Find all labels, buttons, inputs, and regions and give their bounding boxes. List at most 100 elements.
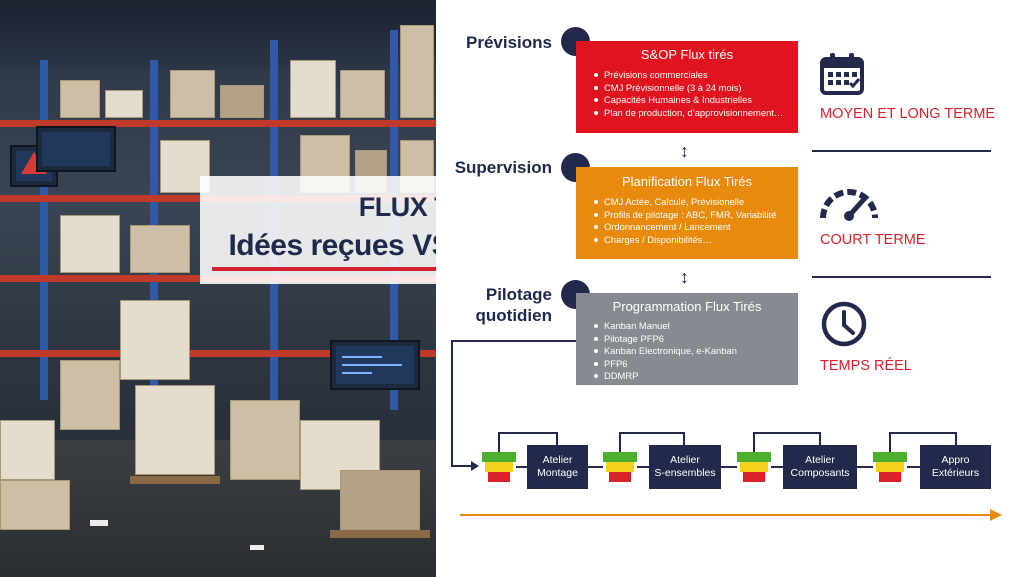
kanban-loop xyxy=(683,432,685,445)
updown-arrow-icon: ↕ xyxy=(680,267,689,287)
station-line: Atelier xyxy=(805,454,835,466)
level-label-line: Pilotage xyxy=(485,285,552,304)
list-item: Plan de production, d’approvisionnement… xyxy=(594,107,783,120)
sop-block: S&OP Flux tirés Prévisions commerciales … xyxy=(576,41,798,133)
updown-arrow-icon: ↕ xyxy=(680,141,689,161)
block-title: Planification Flux Tirés xyxy=(621,174,753,189)
box xyxy=(170,70,215,118)
box xyxy=(340,70,385,118)
clock-icon xyxy=(821,301,867,347)
stock-funnel xyxy=(482,452,516,482)
box xyxy=(130,225,190,273)
monitor xyxy=(36,126,116,172)
arrow-head-icon xyxy=(990,509,1002,521)
flow-line xyxy=(771,466,783,468)
calendar-icon xyxy=(820,53,864,95)
scattered-paper xyxy=(250,545,264,550)
kanban-loop xyxy=(498,432,558,434)
list-item: Pilotage PFP6 xyxy=(594,333,737,346)
box xyxy=(340,470,420,530)
warehouse-photo xyxy=(0,0,436,577)
horizon-short-term: COURT TERME xyxy=(820,232,926,248)
list-item: CMJ Actée, Calculé, Prévisionelle xyxy=(594,196,776,209)
list-item: Prévisions commerciales xyxy=(594,69,783,82)
level-label-supervision: Supervision xyxy=(454,158,552,177)
warehouse-ceiling xyxy=(0,0,436,70)
kanban-loop xyxy=(556,432,558,445)
flow-line xyxy=(451,340,453,466)
station-line: Montage xyxy=(537,467,578,479)
planification-block: Planification Flux Tirés CMJ Actée, Calc… xyxy=(576,167,798,259)
box xyxy=(60,215,120,273)
list-item: PFP6 xyxy=(594,358,737,371)
station-line: S-ensembles xyxy=(654,467,716,479)
flow-line xyxy=(451,465,473,467)
stock-funnel xyxy=(737,452,771,482)
station-line: Atelier xyxy=(542,454,573,466)
level-label-line: quotidien xyxy=(475,306,552,325)
separator xyxy=(812,150,991,152)
station-line: Extérieurs xyxy=(931,467,980,479)
kanban-loop xyxy=(619,432,621,452)
kanban-loop xyxy=(955,432,957,445)
list-item: Charges / Disponibilités… xyxy=(594,234,776,247)
separator xyxy=(812,276,991,278)
programmation-block: Programmation Flux Tirés Kanban Manuel P… xyxy=(576,293,798,385)
flow-line xyxy=(857,466,873,468)
kanban-loop xyxy=(619,432,685,434)
flow-line xyxy=(451,340,576,342)
list-item: Kanban Manuel xyxy=(594,320,737,333)
rack-beam xyxy=(0,350,436,357)
kanban-loop xyxy=(753,432,821,434)
stock-funnel xyxy=(603,452,637,482)
box xyxy=(135,385,215,475)
horizon-long-term: MOYEN ET LONG TERME xyxy=(820,106,996,122)
monitor xyxy=(330,340,420,390)
kanban-loop xyxy=(498,432,500,452)
list-item: DDMRP xyxy=(594,370,737,383)
level-label-pilotage: Pilotage quotidien xyxy=(420,284,552,326)
block-title: Programmation Flux Tirés xyxy=(612,299,762,314)
gauge-icon xyxy=(820,189,878,221)
station-line: Appro xyxy=(941,454,970,466)
block-list: CMJ Actée, Calculé, Prévisionelle Profil… xyxy=(594,196,776,246)
box xyxy=(0,480,70,530)
kanban-loop xyxy=(819,432,821,445)
list-item: Capacités Humaines & Industrielles xyxy=(594,94,783,107)
kanban-loop xyxy=(753,432,755,452)
horizon-real-time: TEMPS RÉEL xyxy=(820,358,912,374)
kanban-loop xyxy=(889,432,957,434)
box xyxy=(105,90,143,118)
timeline-arrow xyxy=(460,514,992,516)
arrow-head-icon xyxy=(471,461,479,471)
box xyxy=(120,300,190,380)
level-label-previsions: Prévisions xyxy=(466,33,552,52)
box xyxy=(220,85,264,118)
list-item: CMJ Prévisionnelle (3 à 24 mois) xyxy=(594,82,783,95)
station-line: Composants xyxy=(790,467,850,479)
box xyxy=(290,60,336,118)
title-underline xyxy=(212,267,659,271)
box xyxy=(60,360,120,430)
rack-post xyxy=(40,60,48,400)
flow-line xyxy=(588,466,603,468)
scattered-paper xyxy=(90,520,108,526)
flow-line xyxy=(516,466,527,468)
box xyxy=(230,400,300,480)
station-line: Atelier xyxy=(670,454,700,466)
pallet xyxy=(330,530,430,538)
pallet xyxy=(130,476,220,484)
flow-line xyxy=(721,466,737,468)
rack-beam xyxy=(0,120,436,127)
block-list: Kanban Manuel Pilotage PFP6 Kanban Elect… xyxy=(594,320,737,383)
list-item: Ordonnancement / Lancement xyxy=(594,221,776,234)
flow-line xyxy=(907,466,920,468)
box xyxy=(0,420,55,480)
list-item: Kanban Electronique, e-Kanban xyxy=(594,345,737,358)
kanban-loop xyxy=(889,432,891,452)
block-title: S&OP Flux tirés xyxy=(640,47,734,62)
